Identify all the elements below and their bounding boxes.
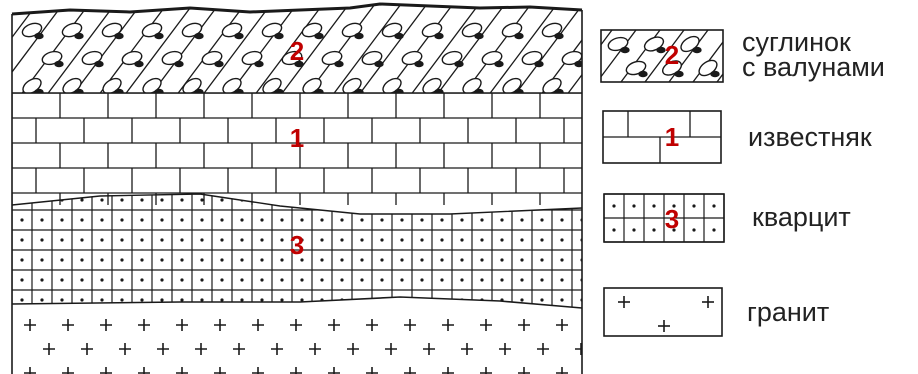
cross-section: 2 1 3: [0, 0, 638, 374]
loam-number: 2: [290, 36, 304, 66]
surface-line: [12, 4, 582, 14]
legend-item-loam: 2 суглинок с валунами: [549, 27, 885, 82]
granite-layer: [24, 319, 587, 374]
limestone-quartzite-boundary: [12, 194, 582, 214]
limestone-layer: [12, 93, 582, 218]
legend: 2 суглинок с валунами 1 известняк 3 квар…: [549, 27, 885, 336]
legend-label-granite: гранит: [747, 297, 829, 327]
legend-item-quartzite: 3 кварцит: [604, 194, 851, 242]
legend-item-limestone: 1 известняк: [603, 111, 872, 163]
legend-swatch-granite: [604, 288, 722, 336]
legend-number-loam: 2: [665, 40, 679, 70]
quartzite-number: 3: [290, 230, 304, 260]
loam-layer: [0, 0, 638, 96]
legend-label-quartzite: кварцит: [752, 202, 851, 232]
legend-number-limestone: 1: [665, 122, 679, 152]
limestone-number: 1: [290, 123, 304, 153]
legend-label-limestone: известняк: [748, 122, 872, 152]
legend-number-quartzite: 3: [665, 204, 679, 234]
legend-item-granite: гранит: [604, 288, 829, 336]
legend-label-loam-line2: с валунами: [742, 52, 885, 82]
quartzite-granite-boundary: [12, 297, 582, 308]
